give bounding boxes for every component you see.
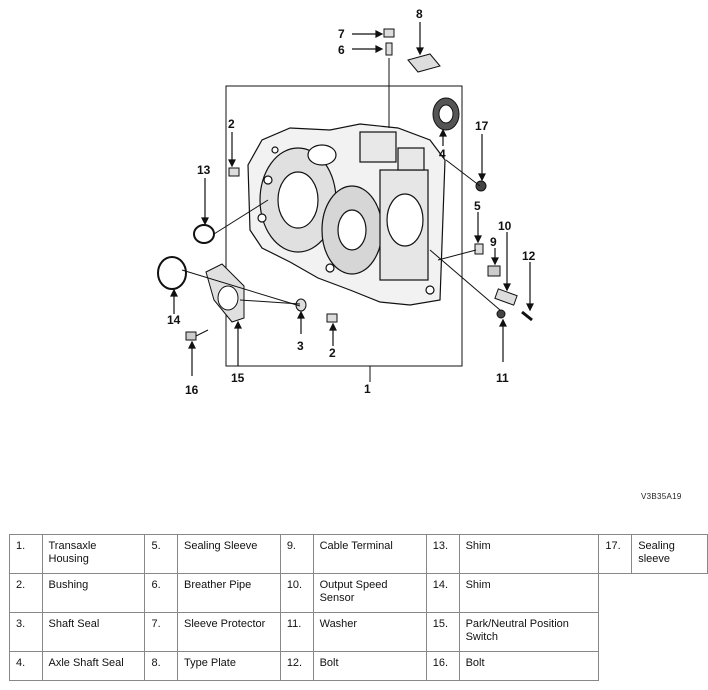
callout-16: 16 — [185, 383, 199, 397]
part-name: Shim — [458, 534, 600, 574]
cable-terminal — [487, 265, 501, 277]
callout-6: 6 — [338, 43, 345, 57]
callout-4: 4 — [439, 147, 446, 161]
callout-17: 17 — [475, 119, 489, 133]
diagram-code: V3B35A19 — [641, 492, 682, 501]
callout-3: 3 — [297, 339, 304, 353]
callout-13: 13 — [197, 163, 211, 177]
part-name: Park/Neutral Position Switch — [458, 612, 600, 652]
part-number: 13. — [425, 534, 460, 574]
part-name: Bushing — [41, 573, 146, 613]
callout-8: 8 — [416, 7, 423, 21]
housing-frame — [225, 85, 463, 382]
empty-cell — [599, 613, 708, 652]
part-name: Sleeve Protector — [176, 612, 281, 652]
part-number: 5. — [144, 534, 178, 574]
part-name: Axle Shaft Seal — [41, 651, 146, 681]
type-plate — [407, 53, 441, 73]
table-row: 3. Shaft Seal 7. Sleeve Protector 11. Wa… — [9, 612, 708, 652]
bolt-16 — [185, 329, 209, 341]
part-number: 7. — [144, 612, 178, 652]
callout-5: 5 — [474, 199, 481, 213]
part-number: 1. — [9, 534, 43, 574]
part-name: Washer — [312, 612, 427, 652]
empty-cell — [599, 574, 708, 613]
part-name: Output Speed Sensor — [312, 573, 427, 613]
part-name: Shim — [458, 573, 600, 613]
sealing-sleeve-5 — [474, 243, 484, 255]
callout-14: 14 — [167, 313, 181, 327]
parts-legend-table: 1. Transaxle Housing 5. Sealing Sleeve 9… — [9, 534, 708, 681]
callout-arrows — [170, 22, 534, 376]
part-name: Shaft Seal — [41, 612, 146, 652]
output-speed-sensor — [494, 288, 518, 306]
part-number: 2. — [9, 573, 43, 613]
part-name: Bolt — [312, 651, 427, 681]
table-row: 1. Transaxle Housing 5. Sealing Sleeve 9… — [9, 534, 708, 574]
callout-7: 7 — [338, 27, 345, 41]
callout-labels: 1 2 2 3 4 5 6 7 8 9 10 11 12 13 14 15 16… — [167, 7, 536, 397]
part-number: 10. — [279, 573, 314, 613]
table-row: 4. Axle Shaft Seal 8. Type Plate 12. Bol… — [9, 651, 708, 681]
shim-13 — [193, 224, 215, 244]
part-number: 14. — [425, 573, 460, 613]
part-name: Bolt — [458, 651, 600, 681]
part-number: 15. — [425, 612, 460, 652]
part-number: 12. — [279, 651, 314, 681]
exploded-view-diagram: 1 2 2 3 4 5 6 7 8 9 10 11 12 13 14 15 16… — [157, 7, 536, 397]
shim-14 — [157, 256, 187, 290]
leader-lines — [181, 159, 501, 311]
callout-2-lower: 2 — [329, 346, 336, 360]
part-number: 4. — [9, 651, 43, 681]
part-name: Sealing Sleeve — [176, 534, 281, 574]
axle-shaft-seal — [432, 97, 460, 131]
callout-11: 11 — [496, 371, 509, 385]
part-name: Sealing sleeve — [631, 534, 708, 574]
bushing-lower — [326, 313, 338, 323]
part-number: 11. — [279, 612, 314, 652]
callout-1: 1 — [364, 382, 371, 396]
empty-cell — [599, 652, 708, 681]
part-name: Breather Pipe — [176, 573, 281, 613]
bushing-upper — [228, 167, 240, 177]
part-number: 16. — [425, 651, 460, 681]
transaxle-housing — [247, 123, 446, 306]
callout-12: 12 — [522, 249, 536, 263]
callout-2-upper: 2 — [228, 117, 235, 131]
sealing-sleeve-17 — [475, 180, 487, 192]
callout-15: 15 — [231, 371, 245, 385]
part-number: 6. — [144, 573, 178, 613]
part-number: 9. — [279, 534, 314, 574]
part-name: Cable Terminal — [312, 534, 427, 574]
washer — [496, 309, 506, 319]
park-neutral-switch — [205, 263, 245, 323]
part-number: 17. — [598, 534, 633, 574]
callout-10: 10 — [498, 219, 512, 233]
part-number: 8. — [144, 651, 178, 681]
callout-9: 9 — [490, 235, 497, 249]
part-number: 3. — [9, 612, 43, 652]
bolt-12 — [521, 310, 533, 322]
breather-parts — [383, 28, 395, 128]
part-name: Transaxle Housing — [41, 534, 146, 574]
part-name: Type Plate — [176, 651, 281, 681]
table-row: 2. Bushing 6. Breather Pipe 10. Output S… — [9, 573, 708, 613]
